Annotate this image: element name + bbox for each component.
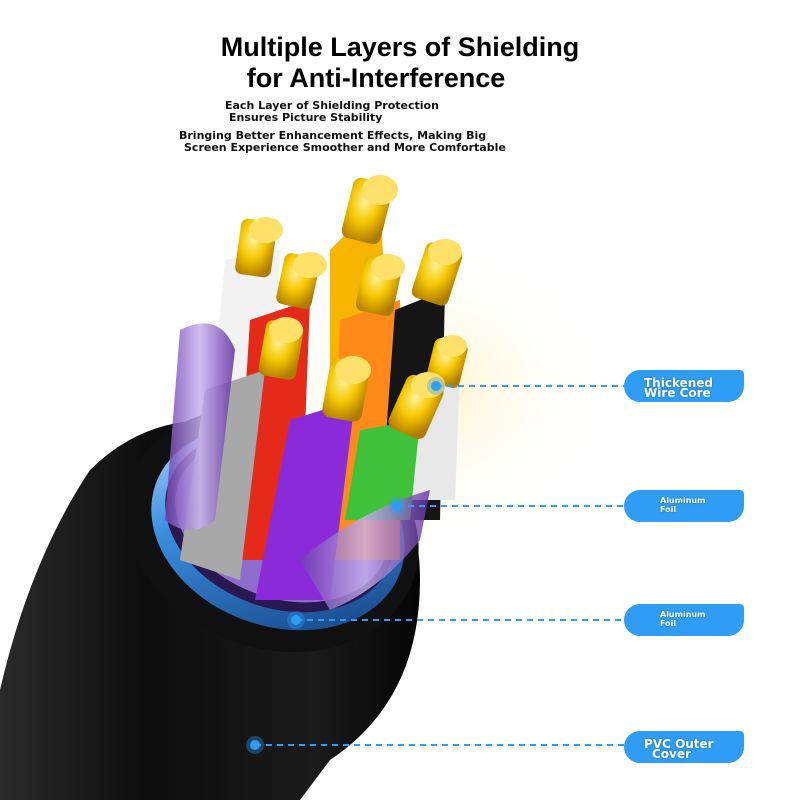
- headline-line-2: for Anti-Interference: [246, 63, 506, 93]
- callout-1-line-1: Thickened: [644, 376, 714, 390]
- callout-aluminum-foil-2: Aluminum Foil: [624, 604, 744, 636]
- foil-wrap-front: [300, 490, 430, 610]
- callout-3-line-1: Aluminum: [660, 610, 706, 619]
- callout-lines: [255, 385, 625, 746]
- subtitle-line-2: Ensures Picture Stability: [229, 111, 383, 124]
- callout-pvc-outer-cover: PVC Outer Cover: [624, 731, 744, 763]
- callout-1-line-2: Wire Core: [644, 386, 711, 400]
- callout-4-line-2: Cover: [652, 747, 691, 761]
- headline-line-1: Multiple Layers of Shielding: [220, 32, 580, 62]
- foil-wrap-left: [165, 323, 235, 530]
- subtitle-line-4: Screen Experience Smoother and More Comf…: [184, 141, 506, 154]
- callout-thickened-wire-core: Thickened Wire Core: [624, 370, 744, 402]
- subtitle-line-3: Bringing Better Enhancement Effects, Mak…: [179, 129, 487, 142]
- headline: Multiple Layers of Shielding for Anti-In…: [0, 32, 800, 94]
- callout-2-line-2: Foil: [660, 505, 677, 514]
- callout-2-line-1: Aluminum: [660, 496, 706, 505]
- callout-4-line-1: PVC Outer: [644, 737, 714, 751]
- subtitle-line-1: Each Layer of Shielding Protection: [225, 99, 439, 112]
- callout-3-line-2: Foil: [660, 619, 677, 628]
- callout-aluminum-foil-1: Aluminum Foil: [624, 490, 744, 522]
- callout-dots: [246, 377, 445, 754]
- wire-green: [345, 372, 445, 520]
